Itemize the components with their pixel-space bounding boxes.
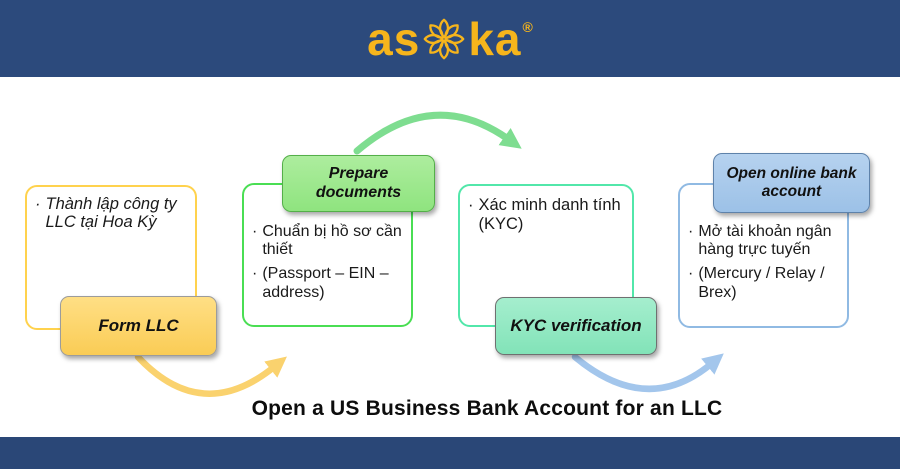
bullet-text: Chuẩn bị hồ sơ cần thiết bbox=[262, 223, 402, 259]
arrow-prepare-to-kyc bbox=[353, 111, 522, 155]
bullet-text: (Mercury / Relay / Brex) bbox=[698, 265, 825, 301]
list-item: · (Passport – EIN – address) bbox=[252, 265, 409, 301]
bullet-text: Thành lập công ty LLC tại Hoa Kỳ bbox=[45, 195, 177, 232]
step-label-open-bank-account: Open online bank account bbox=[713, 153, 870, 213]
bullet-dot: · bbox=[252, 265, 258, 283]
bottom-banner bbox=[0, 437, 900, 469]
list-item: · Mở tài khoản ngân hàng trực tuyến bbox=[688, 223, 845, 259]
step-label-prepare-documents: Prepare documents bbox=[282, 155, 435, 212]
bullet-dot: · bbox=[468, 196, 474, 214]
list-item: · Chuẩn bị hồ sơ cần thiết bbox=[252, 223, 409, 259]
step-label-text: Open online bank account bbox=[726, 164, 857, 200]
bullet-text: (Passport – EIN – address) bbox=[262, 265, 389, 301]
arrow-kyc-to-bank bbox=[571, 353, 724, 393]
step-label-kyc-verification: KYC verification bbox=[495, 297, 657, 355]
top-banner: as ka ® bbox=[0, 0, 900, 77]
asoka-logo: as ka ® bbox=[0, 0, 900, 77]
step-label-text: Form LLC bbox=[98, 315, 179, 335]
logo-text-as: as bbox=[367, 12, 421, 65]
list-item: · (Mercury / Relay / Brex) bbox=[688, 265, 845, 301]
bullet-text: Xác minh danh tính (KYC) bbox=[478, 196, 621, 233]
step-label-text: KYC verification bbox=[510, 315, 642, 335]
bullet-dot: · bbox=[35, 195, 41, 213]
step-label-text: Prepare documents bbox=[315, 164, 402, 201]
bullet-dot: · bbox=[688, 223, 694, 240]
list-item: · Xác minh danh tính (KYC) bbox=[468, 196, 630, 234]
bullet-dot: · bbox=[688, 265, 694, 283]
step-label-form-llc: Form LLC bbox=[60, 296, 217, 356]
arrow-formllc-to-center bbox=[134, 353, 287, 397]
registered-trademark-symbol: ® bbox=[522, 18, 534, 35]
bullet-text: Mở tài khoản ngân hàng trực tuyến bbox=[698, 223, 832, 259]
list-item: · Thành lập công ty LLC tại Hoa Kỳ bbox=[35, 195, 191, 232]
logo-text-ka: ka bbox=[468, 12, 522, 65]
bullet-dot: · bbox=[252, 223, 258, 240]
page-title: Open a US Business Bank Account for an L… bbox=[251, 397, 723, 420]
lotus-flower-icon bbox=[423, 18, 465, 59]
